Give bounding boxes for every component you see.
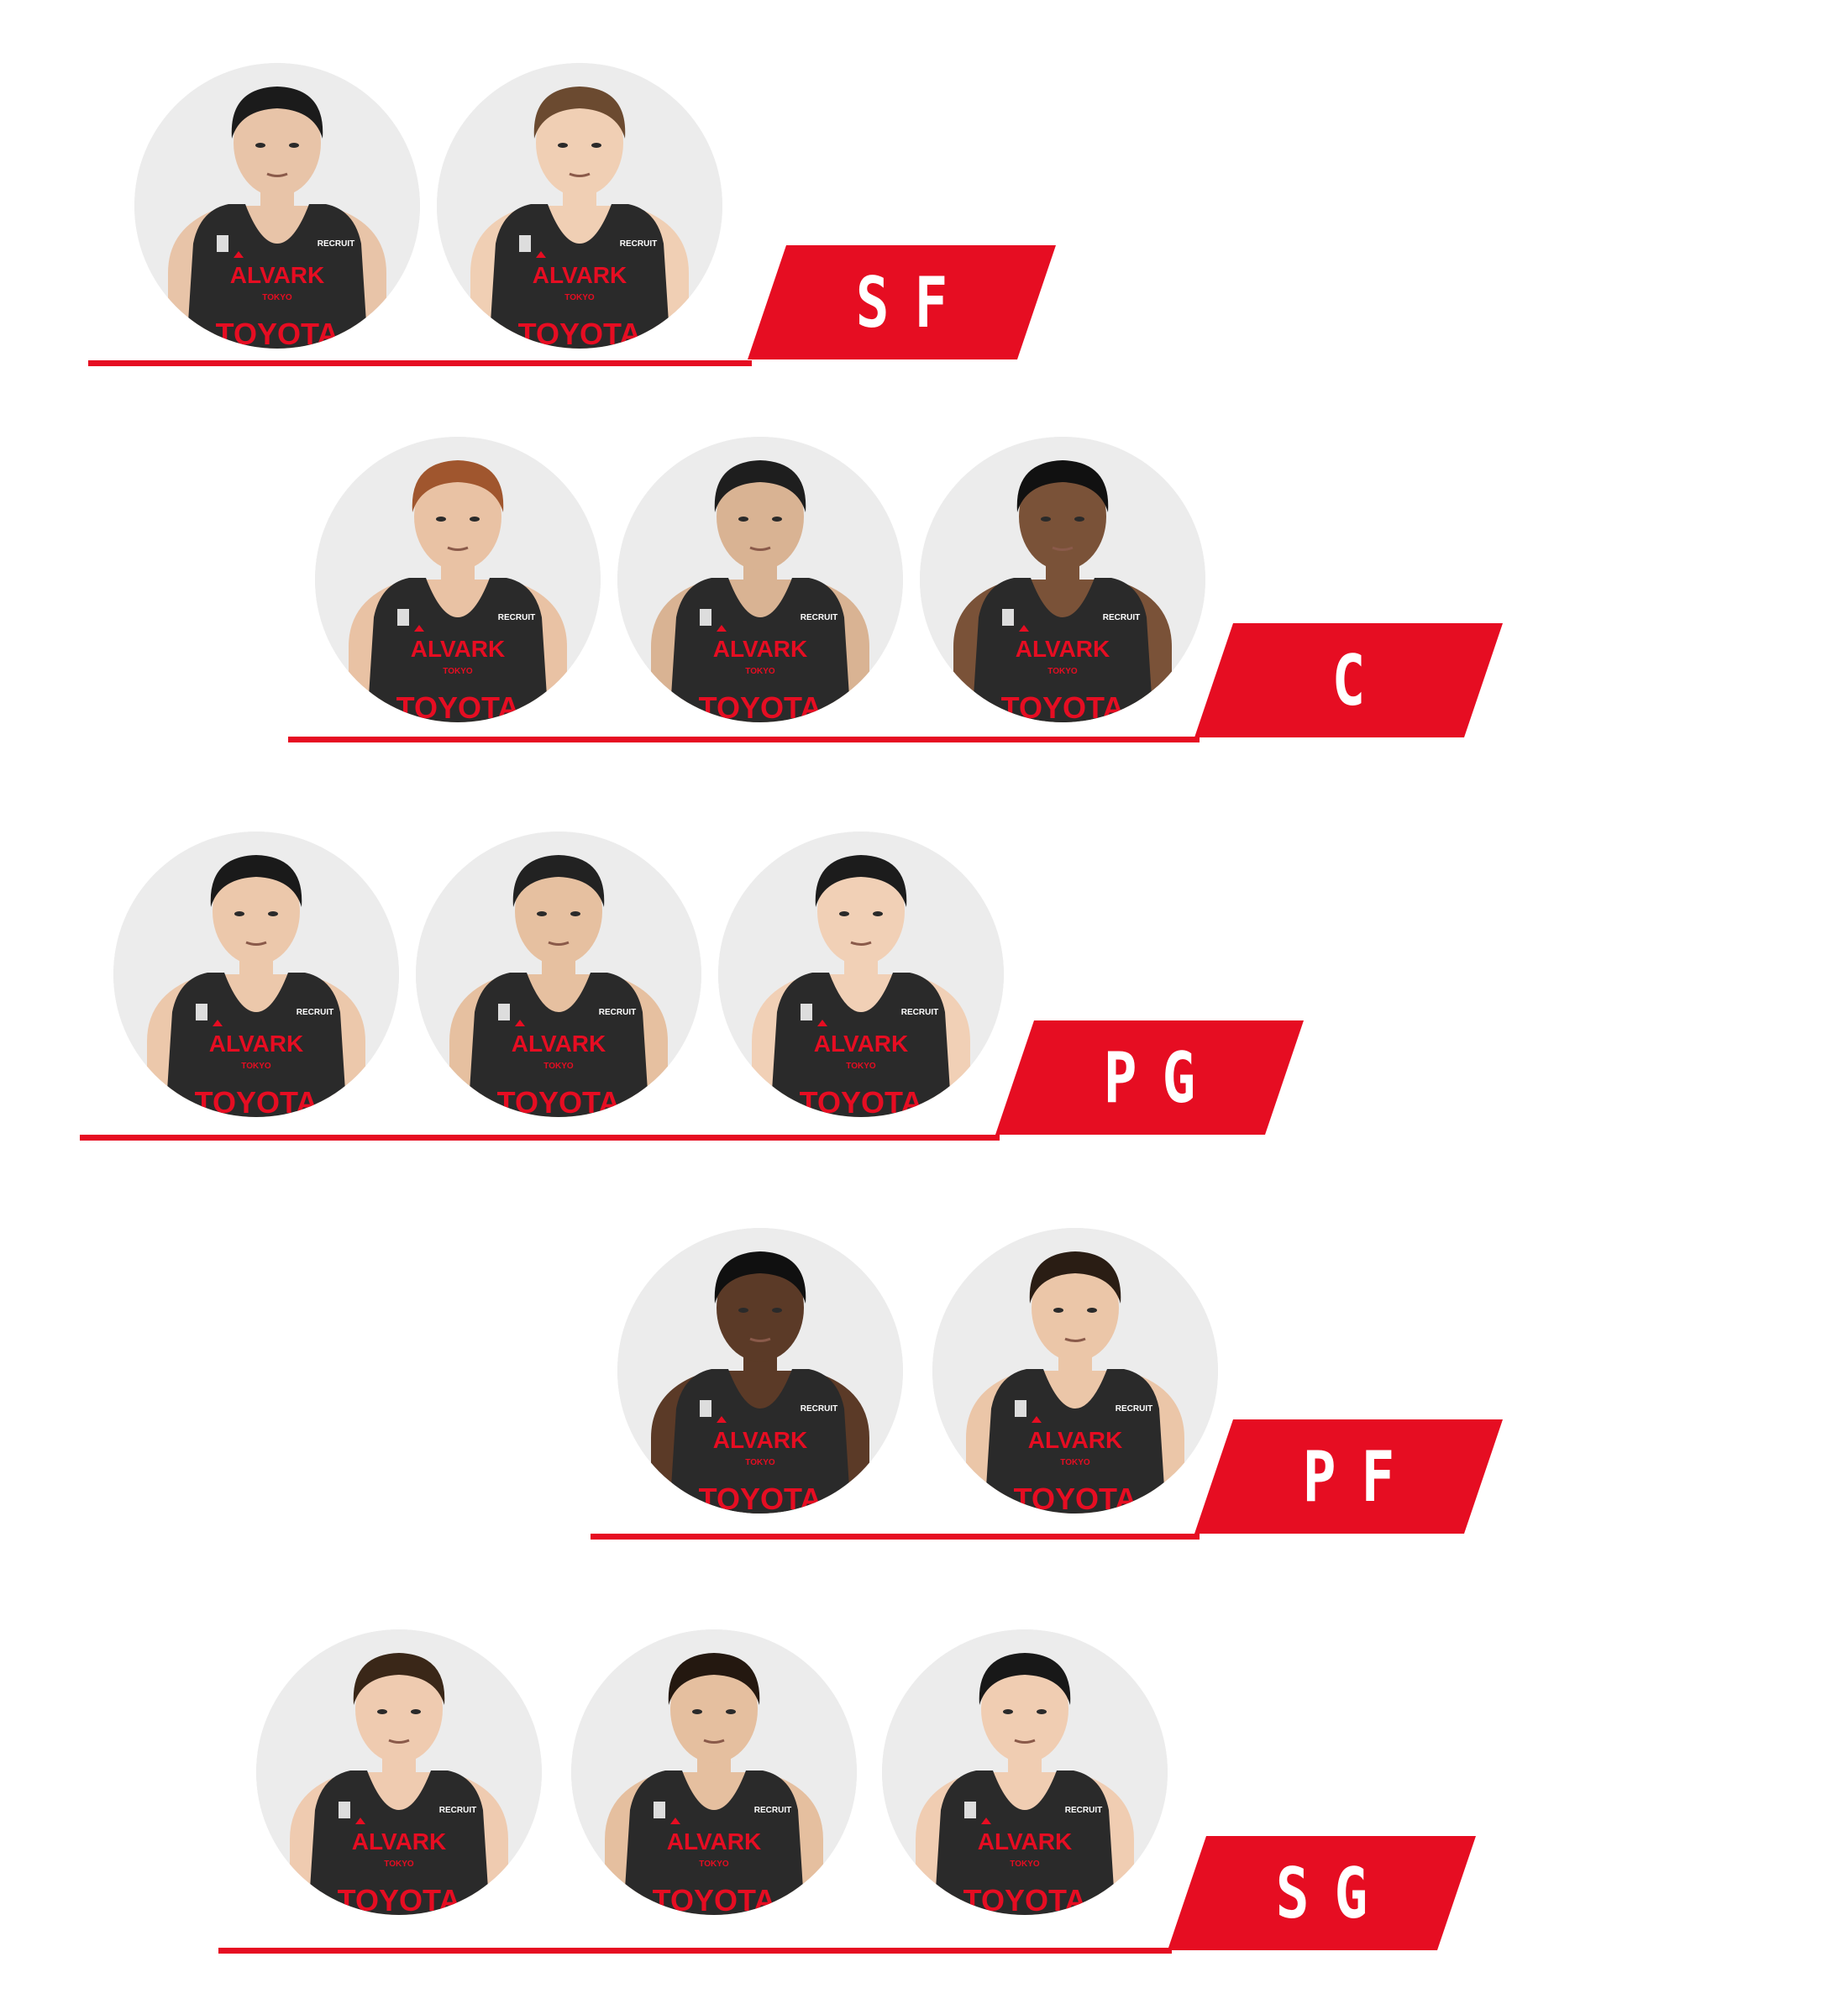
player-avatar[interactable]: ALVARK TOKYO RECRUIT TOYOTA: [617, 1228, 903, 1513]
player-portrait: ALVARK TOKYO RECRUIT TOYOTA: [416, 832, 701, 1117]
jersey-team-text: ALVARK: [667, 1828, 762, 1854]
jersey-city-text: TOKYO: [443, 667, 473, 676]
jersey-team-text: ALVARK: [814, 1031, 909, 1057]
jersey-sponsor-text: TOYOTA: [653, 1883, 776, 1915]
jersey-sponsor2-text: RECRUIT: [1065, 1806, 1102, 1815]
position-underline: [591, 1534, 1200, 1540]
player-portrait: ALVARK TOKYO RECRUIT TOYOTA: [932, 1228, 1218, 1513]
player-portrait: ALVARK TOKYO RECRUIT TOYOTA: [256, 1629, 542, 1915]
player-portrait: ALVARK TOKYO RECRUIT TOYOTA: [617, 1228, 903, 1513]
jersey-team-text: ALVARK: [1016, 636, 1110, 662]
jersey-sponsor2-text: RECRUIT: [498, 613, 535, 622]
jersey-city-text: TOKYO: [1010, 1860, 1040, 1869]
jersey-sponsor-text: TOYOTA: [963, 1883, 1087, 1915]
jersey-team-text: ALVARK: [230, 262, 325, 288]
jersey-sponsor2-text: RECRUIT: [754, 1806, 791, 1815]
jersey-team-text: ALVARK: [978, 1828, 1073, 1854]
player-portrait: ALVARK TOKYO RECRUIT TOYOTA: [315, 437, 601, 722]
position-underline: [218, 1948, 1172, 1954]
player-portrait: ALVARK TOKYO RECRUIT TOYOTA: [437, 63, 722, 349]
jersey-sponsor-text: TOYOTA: [800, 1085, 923, 1117]
player-avatar[interactable]: ALVARK TOKYO RECRUIT TOYOTA: [113, 832, 399, 1117]
jersey-city-text: TOKYO: [241, 1062, 271, 1071]
jersey-city-text: TOKYO: [543, 1062, 574, 1071]
player-portrait: ALVARK TOKYO RECRUIT TOYOTA: [920, 437, 1205, 722]
jersey-city-text: TOKYO: [384, 1860, 414, 1869]
jersey-city-text: TOKYO: [846, 1062, 876, 1071]
jersey-sponsor2-text: RECRUIT: [1103, 613, 1140, 622]
player-avatar[interactable]: ALVARK TOKYO RECRUIT TOYOTA: [920, 437, 1205, 722]
player-portrait: ALVARK TOKYO RECRUIT TOYOTA: [571, 1629, 857, 1915]
player-portrait: ALVARK TOKYO RECRUIT TOYOTA: [882, 1629, 1168, 1915]
jersey-sponsor2-text: RECRUIT: [801, 613, 837, 622]
jersey-team-text: ALVARK: [352, 1828, 447, 1854]
position-banner-sf: SF: [748, 245, 1056, 359]
position-label: SG: [1275, 1852, 1394, 1934]
player-avatar[interactable]: ALVARK TOKYO RECRUIT TOYOTA: [718, 832, 1004, 1117]
jersey-city-text: TOKYO: [262, 293, 292, 302]
position-banner-pg: PG: [995, 1020, 1304, 1135]
jersey-city-text: TOKYO: [745, 667, 775, 676]
player-avatar[interactable]: ALVARK TOKYO RECRUIT TOYOTA: [134, 63, 420, 349]
jersey-sponsor-text: TOYOTA: [1001, 690, 1125, 722]
jersey-sponsor-text: TOYOTA: [1014, 1482, 1137, 1513]
jersey-city-text: TOKYO: [1047, 667, 1078, 676]
player-avatar[interactable]: ALVARK TOKYO RECRUIT TOYOTA: [315, 437, 601, 722]
jersey-sponsor2-text: RECRUIT: [801, 1404, 837, 1414]
jersey-team-text: ALVARK: [533, 262, 627, 288]
player-avatar[interactable]: ALVARK TOKYO RECRUIT TOYOTA: [932, 1228, 1218, 1513]
position-label: PF: [1302, 1435, 1420, 1518]
player-avatar[interactable]: ALVARK TOKYO RECRUIT TOYOTA: [882, 1629, 1168, 1915]
jersey-sponsor2-text: RECRUIT: [620, 239, 657, 249]
position-underline: [88, 360, 752, 366]
jersey-team-text: ALVARK: [713, 1427, 808, 1453]
jersey-sponsor2-text: RECRUIT: [599, 1008, 636, 1017]
position-label: PG: [1103, 1036, 1221, 1119]
jersey-sponsor-text: TOYOTA: [699, 690, 822, 722]
jersey-city-text: TOKYO: [745, 1458, 775, 1467]
position-label: C: [1331, 639, 1391, 721]
jersey-sponsor-text: TOYOTA: [396, 690, 520, 722]
player-avatar[interactable]: ALVARK TOKYO RECRUIT TOYOTA: [437, 63, 722, 349]
player-avatar[interactable]: ALVARK TOKYO RECRUIT TOYOTA: [416, 832, 701, 1117]
player-portrait: ALVARK TOKYO RECRUIT TOYOTA: [617, 437, 903, 722]
player-avatar[interactable]: ALVARK TOKYO RECRUIT TOYOTA: [571, 1629, 857, 1915]
jersey-city-text: TOKYO: [699, 1860, 729, 1869]
jersey-sponsor2-text: RECRUIT: [901, 1008, 938, 1017]
jersey-sponsor-text: TOYOTA: [216, 317, 339, 349]
jersey-team-text: ALVARK: [209, 1031, 304, 1057]
jersey-sponsor2-text: RECRUIT: [1116, 1404, 1152, 1414]
player-portrait: ALVARK TOKYO RECRUIT TOYOTA: [134, 63, 420, 349]
position-banner-pf: PF: [1194, 1419, 1503, 1534]
jersey-sponsor-text: TOYOTA: [699, 1482, 822, 1513]
position-label: SF: [855, 261, 974, 344]
jersey-sponsor-text: TOYOTA: [497, 1085, 621, 1117]
jersey-team-text: ALVARK: [1028, 1427, 1123, 1453]
player-avatar[interactable]: ALVARK TOKYO RECRUIT TOYOTA: [256, 1629, 542, 1915]
jersey-sponsor2-text: RECRUIT: [297, 1008, 333, 1017]
jersey-sponsor-text: TOYOTA: [518, 317, 642, 349]
jersey-team-text: ALVARK: [512, 1031, 606, 1057]
jersey-sponsor2-text: RECRUIT: [439, 1806, 476, 1815]
jersey-sponsor-text: TOYOTA: [338, 1883, 461, 1915]
jersey-sponsor2-text: RECRUIT: [318, 239, 354, 249]
position-banner-sg: SG: [1168, 1836, 1476, 1950]
player-avatar[interactable]: ALVARK TOKYO RECRUIT TOYOTA: [617, 437, 903, 722]
jersey-sponsor-text: TOYOTA: [195, 1085, 318, 1117]
jersey-city-text: TOKYO: [1060, 1458, 1090, 1467]
position-banner-c: C: [1194, 623, 1503, 737]
player-portrait: ALVARK TOKYO RECRUIT TOYOTA: [718, 832, 1004, 1117]
jersey-city-text: TOKYO: [564, 293, 595, 302]
position-underline: [288, 737, 1200, 742]
player-portrait: ALVARK TOKYO RECRUIT TOYOTA: [113, 832, 399, 1117]
jersey-team-text: ALVARK: [411, 636, 506, 662]
jersey-team-text: ALVARK: [713, 636, 808, 662]
position-underline: [80, 1135, 1000, 1141]
